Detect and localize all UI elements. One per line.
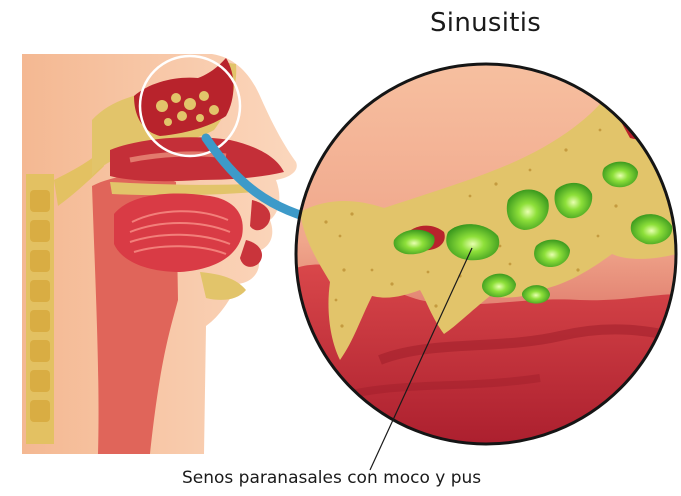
- head-cross-section: [22, 54, 297, 454]
- diagram-title: Sinusitis: [430, 8, 541, 38]
- sinus-zoom-view: [290, 60, 681, 460]
- sinus-caption-label: Senos paranasales con moco y pus: [182, 468, 481, 488]
